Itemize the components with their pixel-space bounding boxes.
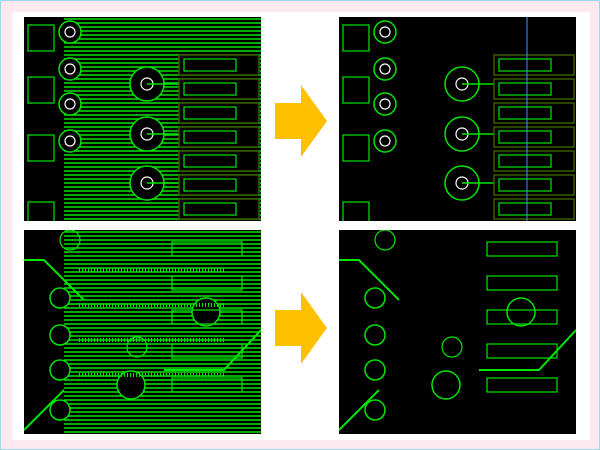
via xyxy=(374,230,396,251)
via xyxy=(126,336,148,358)
smd-pad xyxy=(171,275,243,291)
via-hole xyxy=(64,98,76,110)
smd-pad-outline xyxy=(178,174,260,196)
right-arrow-icon xyxy=(275,292,327,364)
via-pad xyxy=(373,20,397,44)
smd-pad-outline xyxy=(493,78,575,100)
via-pad xyxy=(58,92,82,116)
via xyxy=(441,336,463,358)
smd-pad xyxy=(171,377,243,393)
via-hole xyxy=(64,26,76,38)
smd-pad-outline xyxy=(178,198,260,220)
via xyxy=(59,230,81,251)
smd-pad xyxy=(498,106,552,120)
smd-pad xyxy=(498,58,552,72)
smd-pad-outline xyxy=(178,78,260,100)
smd-pad xyxy=(183,154,237,168)
smd-pad xyxy=(498,178,552,192)
via-pad xyxy=(364,359,386,381)
smd-pad xyxy=(183,106,237,120)
square-pad xyxy=(27,134,55,162)
via-pad xyxy=(364,399,386,421)
smd-pad-outline xyxy=(493,198,575,220)
pcb-panel-top-after xyxy=(339,17,576,221)
via-pad xyxy=(49,287,71,309)
via-pad xyxy=(49,324,71,346)
pad xyxy=(506,297,536,327)
smd-pad xyxy=(183,130,237,144)
via-pad xyxy=(364,287,386,309)
smd-pad-outline xyxy=(493,150,575,172)
trace xyxy=(339,259,576,431)
right-arrow-icon xyxy=(275,85,327,157)
smd-pad xyxy=(171,309,243,325)
smd-pad-outline xyxy=(493,174,575,196)
smd-pad xyxy=(486,309,558,325)
smd-pad-outline xyxy=(493,54,575,76)
smd-pad xyxy=(183,58,237,72)
via-hole xyxy=(379,63,391,75)
square-pad xyxy=(342,24,370,52)
smd-pad xyxy=(498,82,552,96)
smd-pad xyxy=(486,377,558,393)
board-gap xyxy=(24,17,64,221)
smd-pad xyxy=(171,241,243,257)
square-pad xyxy=(27,24,55,52)
via-pad xyxy=(373,129,397,153)
smd-pad xyxy=(486,275,558,291)
pcb-panel-bottom-before xyxy=(24,230,261,434)
smd-pad-outline xyxy=(493,126,575,148)
pad xyxy=(431,370,461,400)
smd-pad xyxy=(183,202,237,216)
smd-pad xyxy=(183,82,237,96)
smd-pad xyxy=(498,154,552,168)
via-pad xyxy=(49,399,71,421)
square-pad xyxy=(342,134,370,162)
square-pad xyxy=(342,201,370,221)
via-hole xyxy=(64,135,76,147)
via-hole xyxy=(379,135,391,147)
smd-pad-outline xyxy=(178,126,260,148)
smd-pad-outline xyxy=(493,102,575,124)
via-pad xyxy=(364,324,386,346)
via-pad xyxy=(49,359,71,381)
square-pad xyxy=(27,201,55,221)
smd-pad xyxy=(486,241,558,257)
smd-pad xyxy=(183,178,237,192)
smd-pad-outline xyxy=(178,150,260,172)
smd-pad xyxy=(486,343,558,359)
smd-pad-outline xyxy=(178,54,260,76)
smd-pad-outline xyxy=(178,102,260,124)
square-pad xyxy=(27,76,55,104)
square-pad xyxy=(342,76,370,104)
pcb-panel-top-before xyxy=(24,17,261,221)
pad xyxy=(116,370,146,400)
via-pad xyxy=(373,57,397,81)
pcb-panel-bottom-after xyxy=(339,230,576,434)
via-hole xyxy=(379,98,391,110)
smd-pad xyxy=(498,130,552,144)
via-hole xyxy=(64,63,76,75)
via-pad xyxy=(58,129,82,153)
smd-pad xyxy=(498,202,552,216)
via-hole xyxy=(379,26,391,38)
via-pad xyxy=(373,92,397,116)
via-pad xyxy=(58,57,82,81)
via-pad xyxy=(58,20,82,44)
pad xyxy=(191,297,221,327)
trace xyxy=(24,259,261,431)
